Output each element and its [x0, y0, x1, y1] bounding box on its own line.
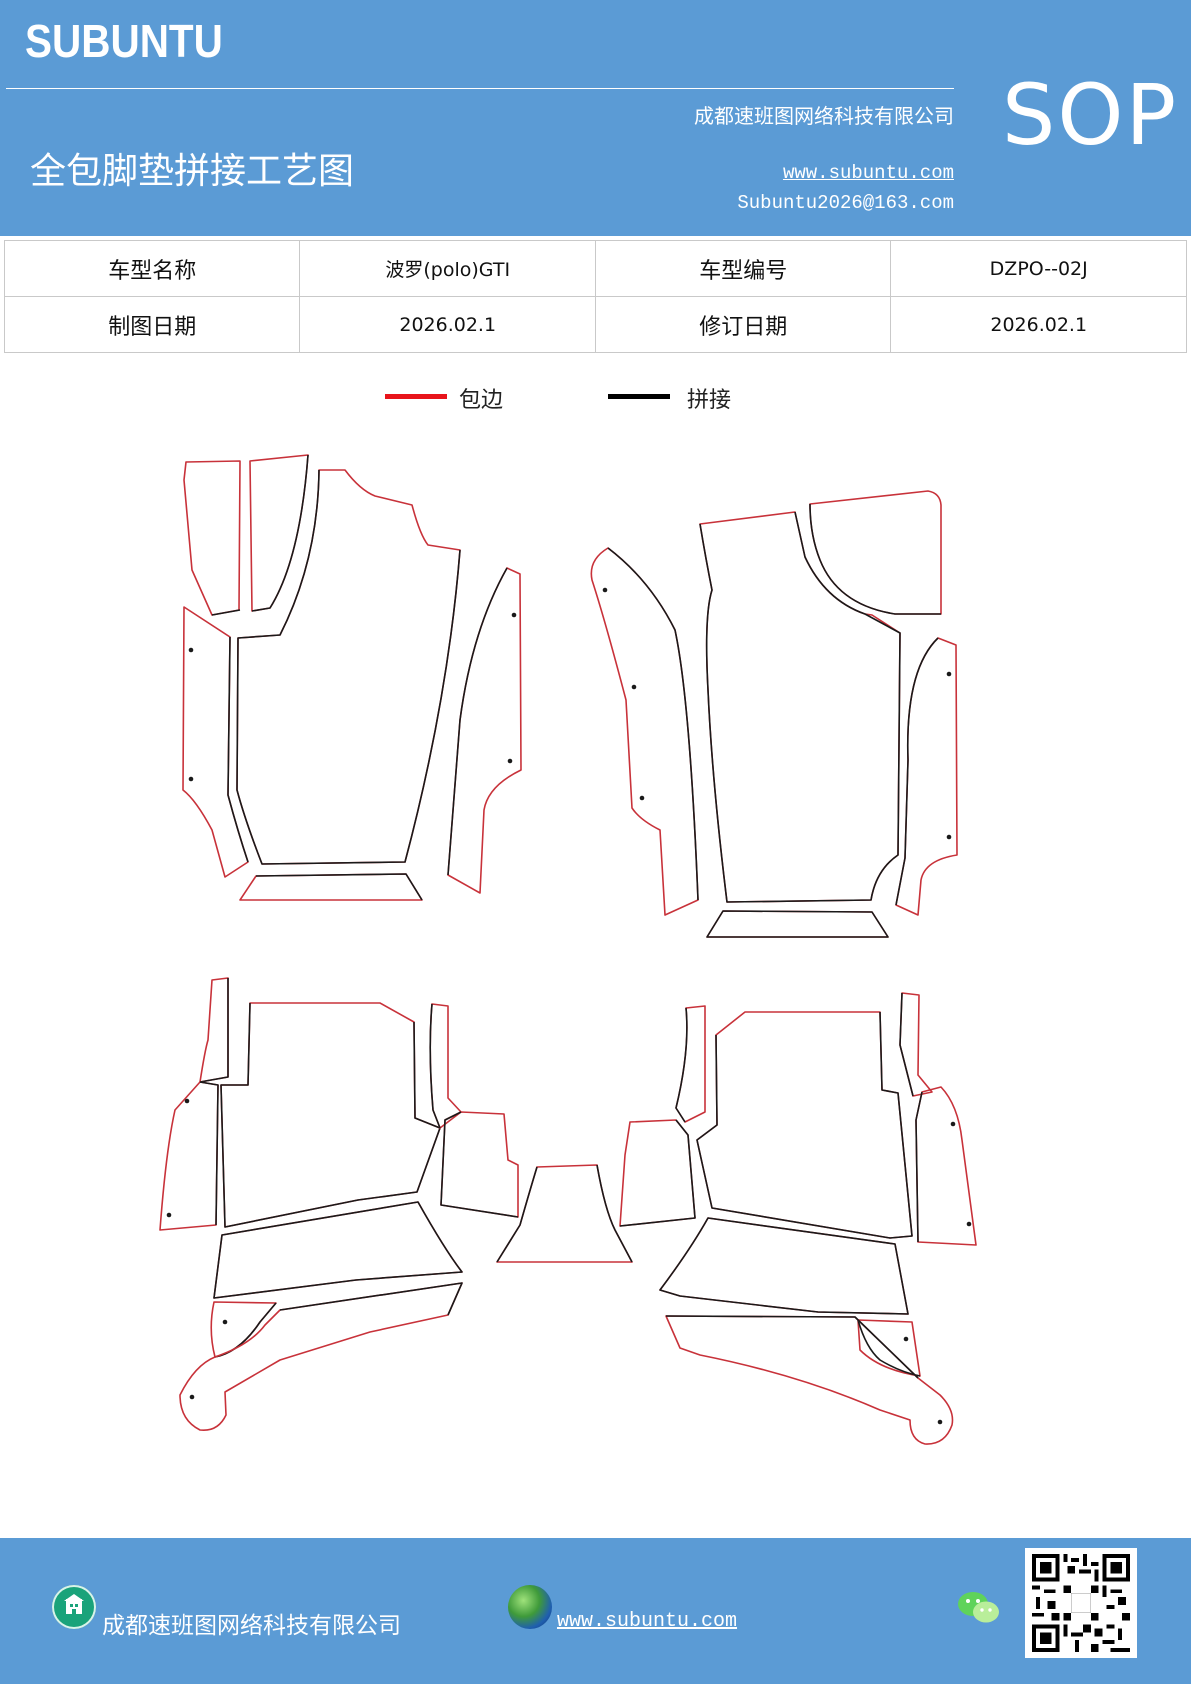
mat-piece [895, 637, 958, 916]
mat-piece [699, 511, 901, 903]
revision-date-label: 修订日期 [594, 296, 892, 353]
mat-piece [210, 1301, 277, 1358]
mat-piece [159, 1081, 219, 1231]
mat-piece [214, 1302, 277, 1358]
mat-piece [706, 910, 889, 938]
mat-piece [619, 1119, 696, 1227]
mat-piece [857, 1319, 921, 1377]
mat-piece [199, 977, 229, 1083]
mat-piece [659, 1217, 909, 1315]
footer-company-name: 成都速班图网络科技有限公司 [102, 1613, 401, 1639]
table-row: 车型名称 波罗(polo)GTI 车型编号 DZPO--02J [3, 240, 1187, 297]
mat-piece [447, 567, 508, 876]
floor-mat-pattern-drawing [159, 454, 977, 1445]
mat-piece [239, 873, 423, 901]
mat-piece [665, 1315, 954, 1445]
draw-date-label: 制图日期 [3, 296, 301, 353]
mat-piece [440, 1111, 519, 1218]
mat-piece [809, 490, 942, 615]
model-code-value: DZPO--02J [890, 240, 1187, 297]
mat-piece [665, 1315, 919, 1379]
mat-piece [220, 1002, 441, 1228]
mat-piece [706, 910, 889, 938]
mat-piece [213, 1201, 463, 1299]
mat-piece [675, 1005, 706, 1123]
website-link[interactable]: www.subuntu.com [782, 162, 954, 184]
model-name-label: 车型名称 [3, 240, 301, 297]
mat-piece [183, 460, 241, 616]
sop-badge: SOP [1002, 66, 1179, 164]
mat-piece [696, 1011, 913, 1239]
footer-website-link[interactable]: www.subuntu.com [557, 1610, 738, 1633]
legend-seam-label: 拼接 [687, 388, 732, 413]
mat-piece [429, 1003, 462, 1129]
mat-piece [809, 503, 941, 615]
mat-piece [440, 1111, 519, 1218]
vehicle-info-table: 车型名称 波罗(polo)GTI 车型编号 DZPO--02J 制图日期 202… [3, 240, 1187, 353]
brand-logo: SUBUNTU [25, 15, 223, 67]
mat-piece [915, 1086, 977, 1246]
mat-piece [899, 992, 914, 1097]
mat-piece [199, 978, 229, 1083]
draw-date-value: 2026.02.1 [299, 296, 596, 353]
mat-piece [607, 547, 699, 901]
mat-piece [699, 511, 901, 903]
front-right-mat-set [590, 490, 958, 938]
mat-piece [675, 1007, 688, 1123]
contact-email: Subuntu2026@163.com [737, 192, 954, 214]
qr-code [1025, 1548, 1137, 1658]
mat-piece [179, 1282, 463, 1432]
header: SUBUNTU 成都速班图网络科技有限公司 全包脚垫拼接工艺图 www.subu… [0, 0, 1191, 236]
globe-icon [508, 1585, 552, 1629]
mat-piece [696, 1011, 913, 1239]
mat-piece [590, 547, 699, 916]
locating-holes [166, 587, 972, 1425]
mat-piece [255, 873, 423, 901]
table-row: 制图日期 2026.02.1 修订日期 2026.02.1 [3, 296, 1187, 353]
mat-piece [659, 1217, 909, 1315]
mat-piece [429, 1003, 441, 1129]
wechat-icon [958, 1592, 999, 1623]
legend-black-line [608, 394, 670, 399]
mat-piece [619, 1119, 696, 1227]
mat-piece [213, 1201, 463, 1299]
mat-piece [236, 469, 461, 865]
document-title: 全包脚垫拼接工艺图 [30, 151, 355, 192]
mat-piece [899, 992, 933, 1097]
model-name-value: 波罗(polo)GTI [299, 240, 596, 297]
mat-piece [199, 1081, 219, 1226]
tunnel-mat-piece-seam [496, 1164, 633, 1263]
revision-date-value: 2026.02.1 [890, 296, 1187, 353]
model-code-label: 车型编号 [594, 240, 892, 297]
mat-piece [211, 609, 241, 616]
mat-piece [895, 637, 939, 906]
building-icon [52, 1585, 96, 1629]
mat-piece [251, 454, 309, 612]
rear-left-mat-set [159, 977, 519, 1432]
footer: 成都速班图网络科技有限公司 www.subuntu.com [0, 1538, 1191, 1684]
legend-edging-label: 包边 [459, 388, 504, 413]
front-left-mat-set [182, 454, 522, 901]
company-name: 成都速班图网络科技有限公司 [694, 104, 954, 128]
mat-piece [915, 1091, 923, 1243]
legend-red-line [385, 394, 447, 399]
rear-right-mat-set [619, 992, 977, 1445]
mat-piece [279, 1282, 463, 1316]
mat-piece [227, 636, 249, 863]
mat-piece [236, 469, 461, 865]
header-divider [6, 88, 954, 89]
